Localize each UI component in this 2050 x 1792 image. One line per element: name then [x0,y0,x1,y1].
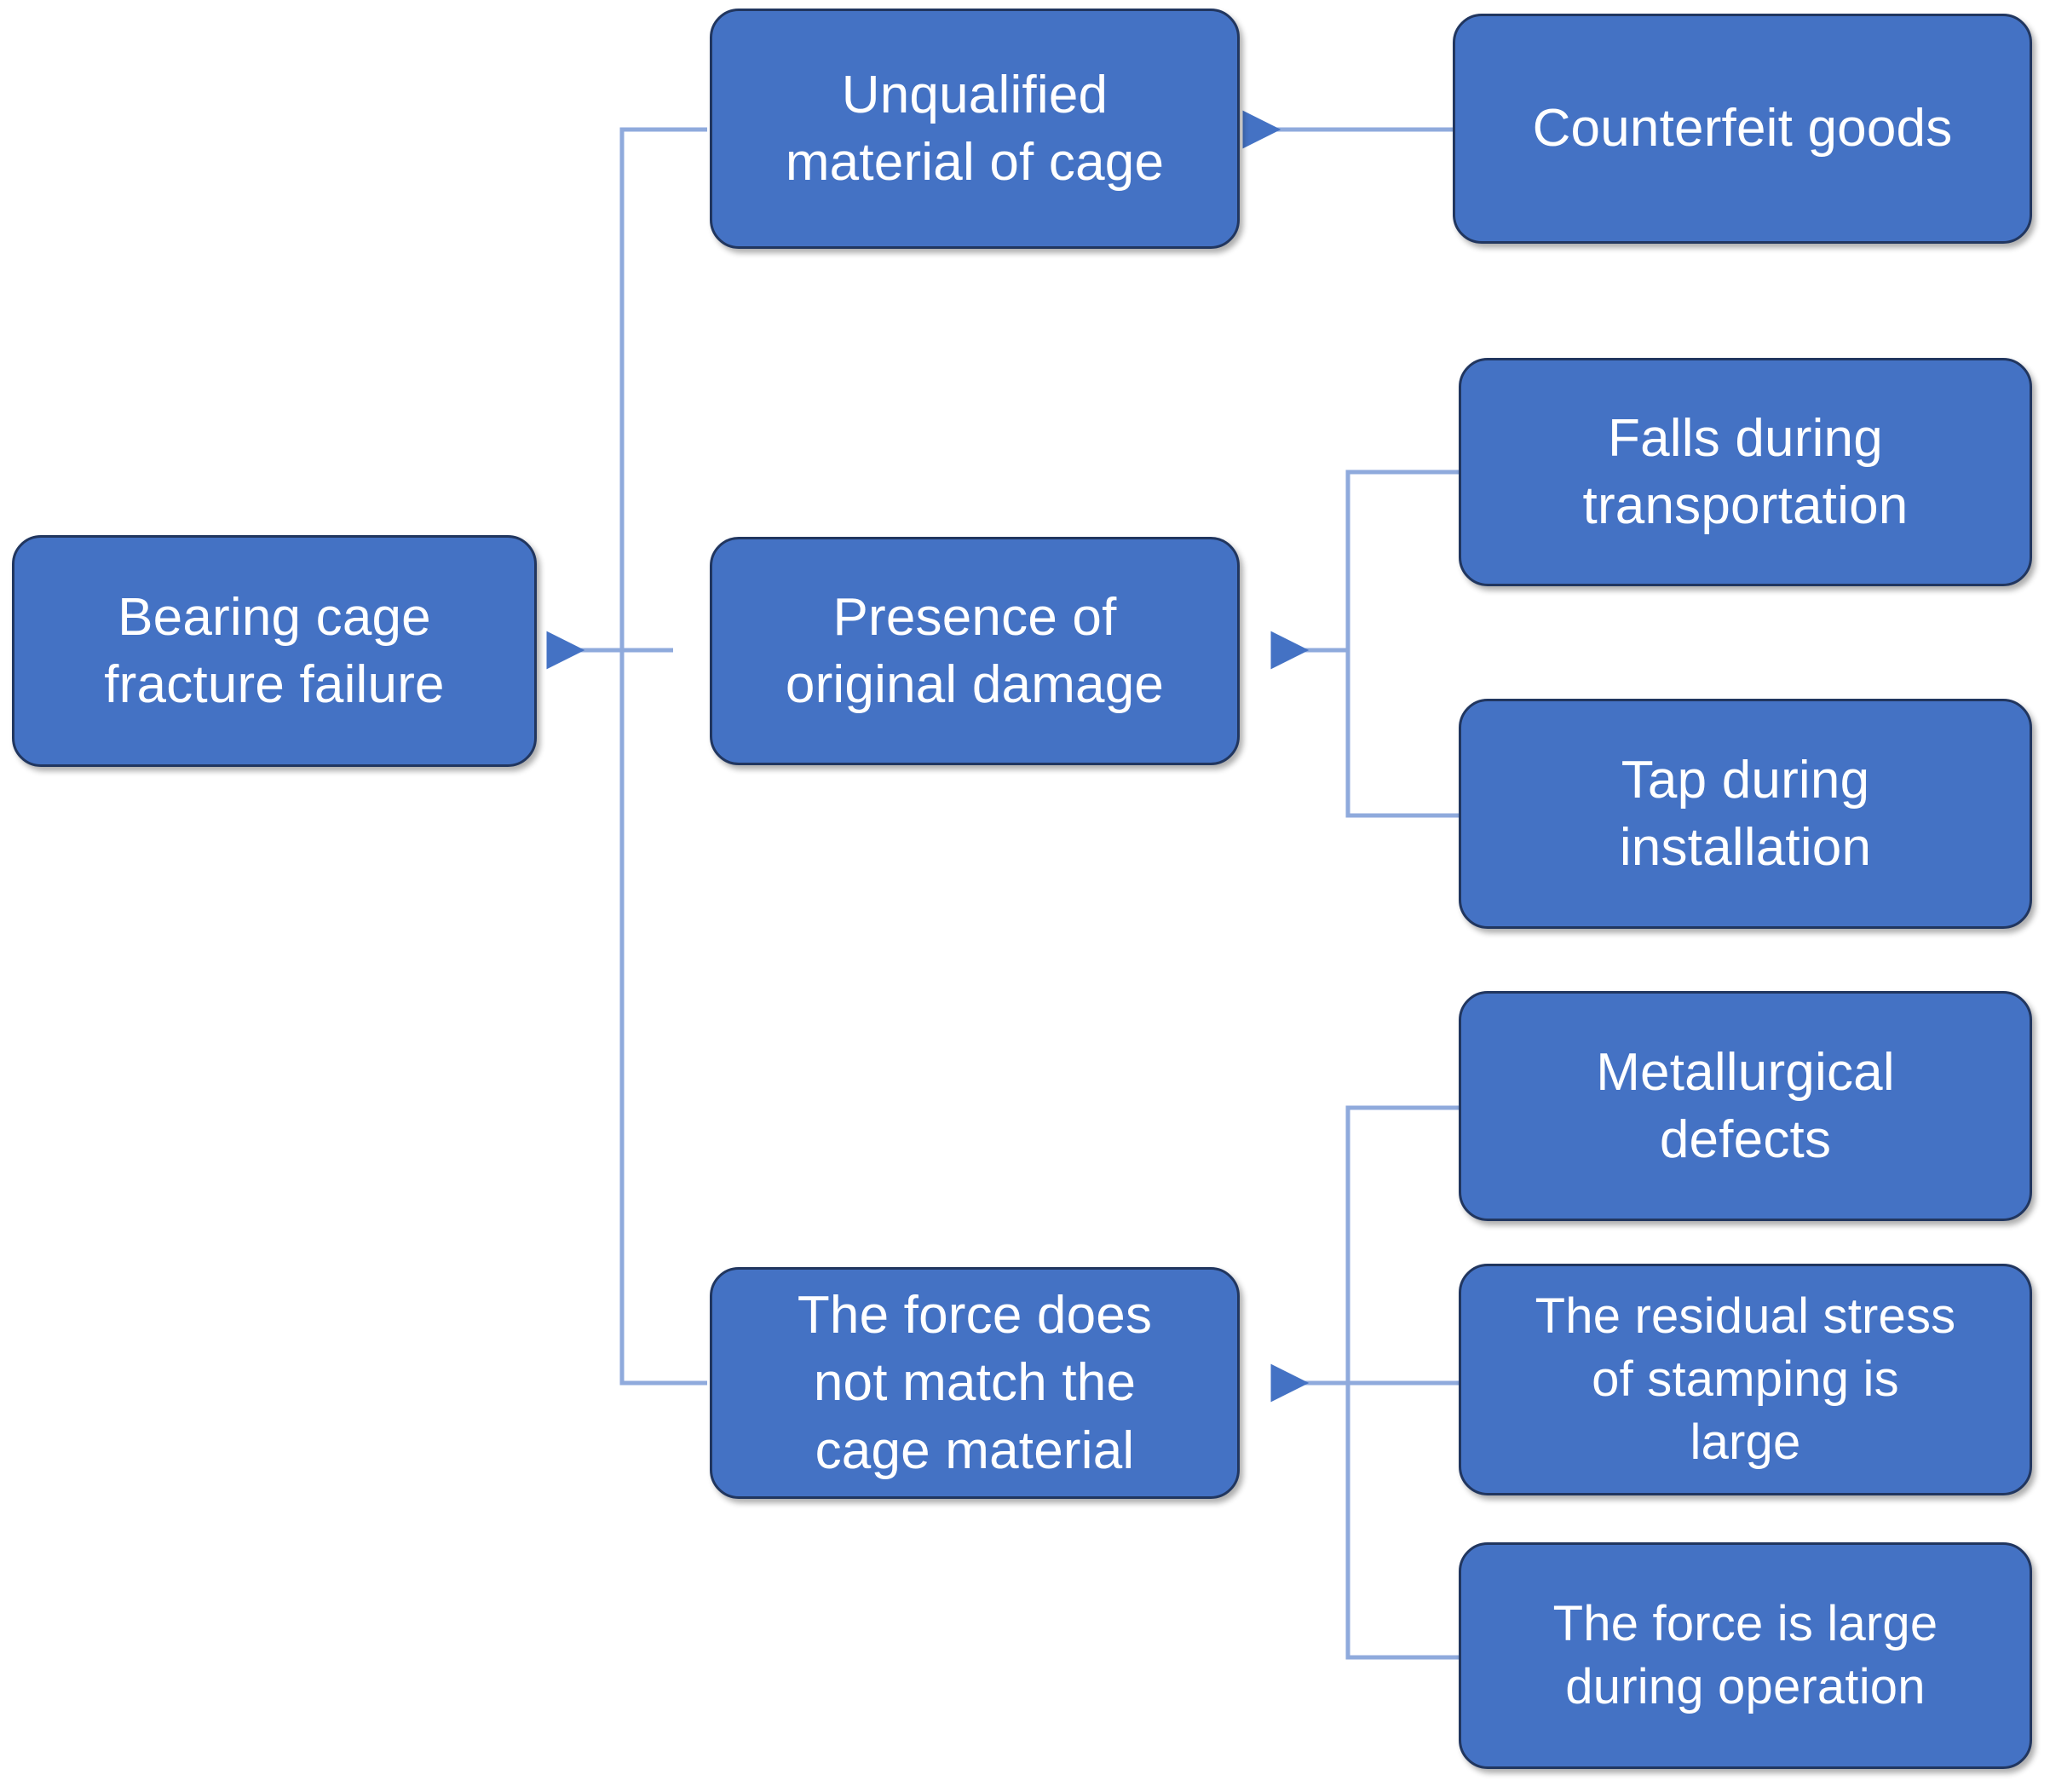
node-root-bearing-cage-fracture-failure[interactable]: Bearing cage fracture failure [12,535,537,767]
node-subcause-falls-during-transportation[interactable]: Falls during transportation [1459,358,2032,586]
node-subcause-tap-during-installation[interactable]: Tap during installation [1459,699,2032,929]
edge-force-subcauses [1270,1105,1459,1660]
node-subcause-residual-stress-of-stamping[interactable]: The residual stress of stamping is large [1459,1264,2032,1495]
node-cause-unqualified-material-of-cage[interactable]: Unqualified material of cage [710,9,1240,249]
edge-causes-to-root [546,127,707,1386]
node-subcause-metallurgical-defects[interactable]: Metallurgical defects [1459,991,2032,1221]
node-subcause-counterfeit-goods[interactable]: Counterfeit goods [1453,14,2032,244]
node-cause-presence-of-original-damage[interactable]: Presence of original damage [710,537,1240,765]
node-subcause-force-large-during-operation[interactable]: The force is large during operation [1459,1542,2032,1769]
edge-transport-to-damage [1270,470,1459,818]
node-cause-force-does-not-match-cage-material[interactable]: The force does not match the cage materi… [710,1267,1240,1499]
